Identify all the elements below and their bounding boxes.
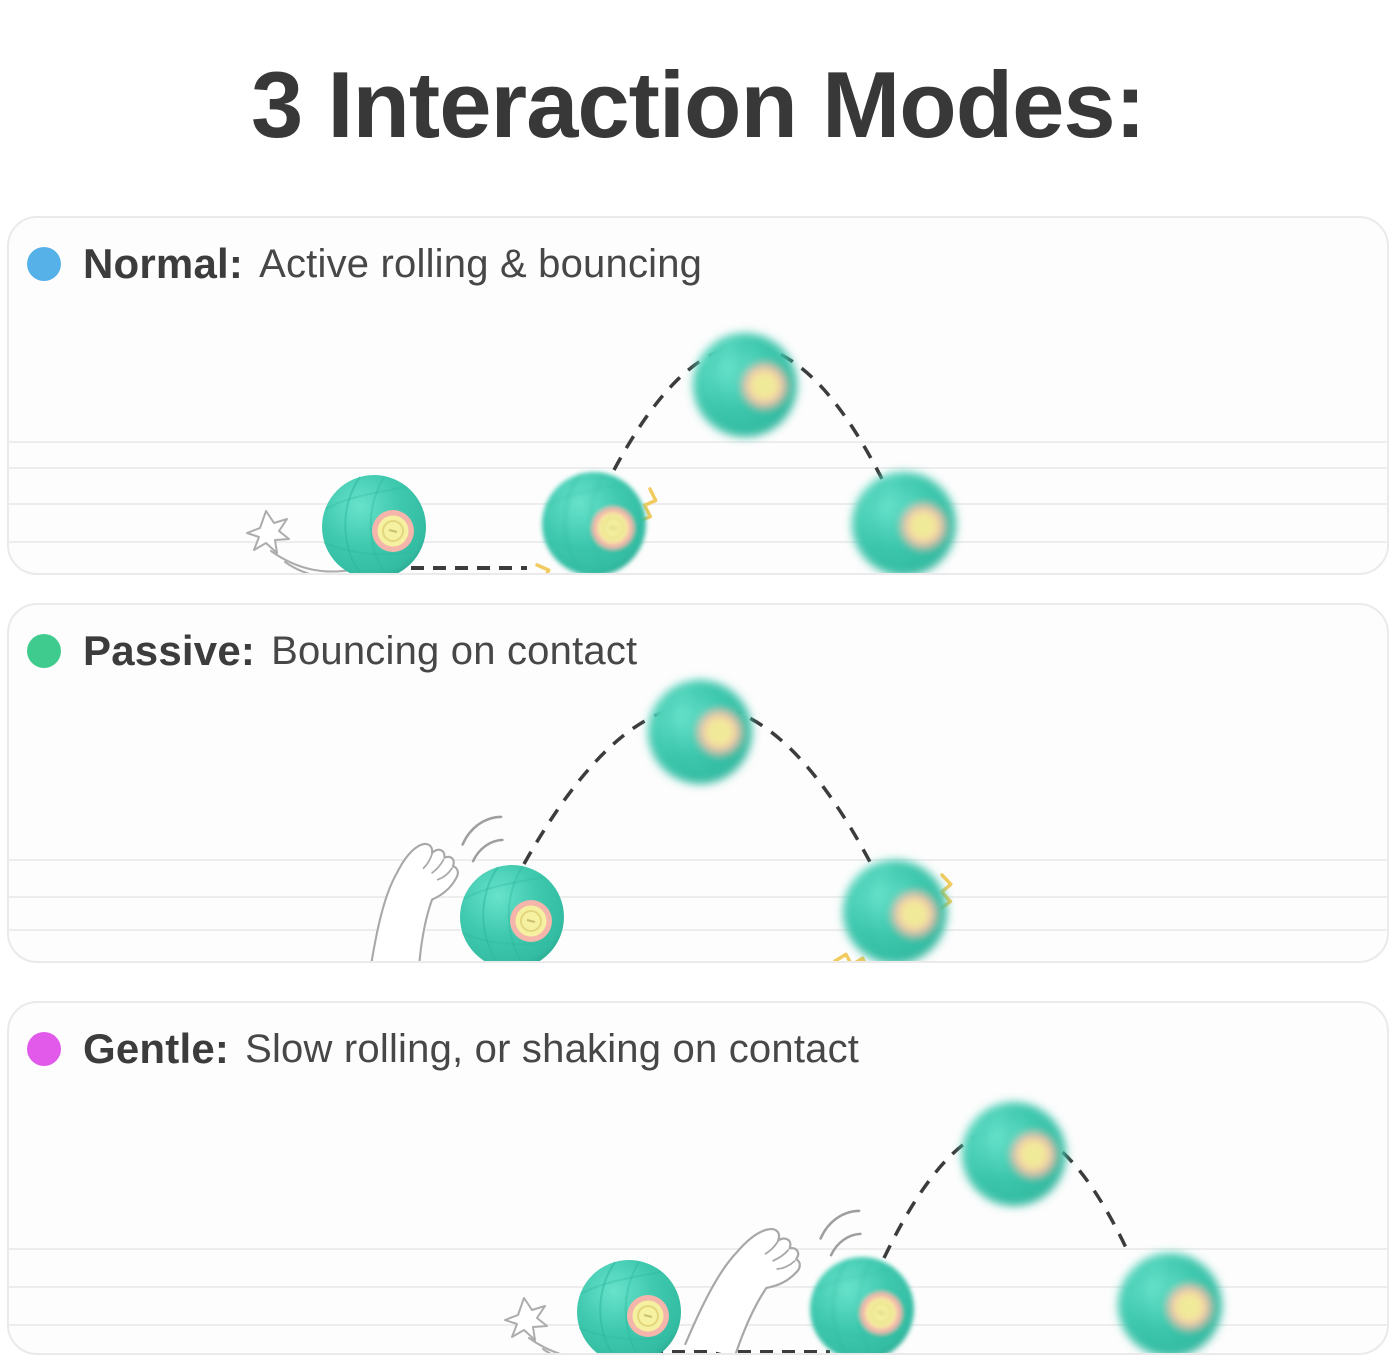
mode-header-gentle: Gentle: Slow rolling, or shaking on cont…	[27, 1025, 859, 1073]
cat-paw-icon	[369, 842, 459, 961]
motion-flick-icon	[458, 815, 508, 864]
scene-normal	[9, 323, 1387, 573]
pet-ball-icon	[1111, 1246, 1229, 1353]
pet-ball-icon	[637, 669, 763, 795]
pet-ball-icon	[836, 853, 954, 961]
mode-panel-passive: Passive: Bouncing on contact	[7, 603, 1389, 963]
mode-dot-magenta	[27, 1032, 61, 1066]
floor-lines	[9, 859, 1387, 931]
pet-ball-icon	[541, 471, 647, 573]
cat-paw-icon	[684, 1214, 808, 1353]
floor-lines	[9, 441, 1387, 543]
mode-name-normal: Normal:	[83, 240, 244, 287]
pet-ball-icon	[576, 1259, 682, 1353]
mode-name-gentle: Gentle:	[83, 1025, 230, 1072]
mode-panel-normal: Normal: Active rolling & bouncing	[7, 216, 1389, 575]
page-title: 3 Interaction Modes:	[250, 51, 1146, 157]
mode-header-passive: Passive: Bouncing on contact	[27, 627, 637, 675]
mode-desc-gentle: Slow rolling, or shaking on contact	[245, 1026, 860, 1071]
mode-desc-normal: Active rolling & bouncing	[259, 241, 703, 286]
pet-ball-icon	[952, 1092, 1076, 1216]
mode-name-passive: Passive:	[83, 627, 256, 674]
scene-gentle	[9, 1092, 1387, 1353]
pet-ball-icon	[321, 474, 427, 573]
vibration-zigzag-icon	[535, 560, 559, 573]
mode-desc-passive: Bouncing on contact	[271, 628, 638, 673]
trajectory-bounce-arc	[522, 703, 872, 865]
pet-ball-icon	[845, 465, 963, 573]
scene-passive	[9, 669, 1387, 961]
pet-ball-icon	[459, 864, 565, 961]
mode-panel-gentle: Gentle: Slow rolling, or shaking on cont…	[7, 1001, 1389, 1355]
mode-dot-blue	[27, 247, 61, 281]
pet-ball-icon	[683, 323, 807, 447]
pet-ball-icon	[809, 1256, 915, 1353]
mode-header-normal: Normal: Active rolling & bouncing	[27, 240, 702, 288]
mode-dot-green	[27, 634, 61, 668]
